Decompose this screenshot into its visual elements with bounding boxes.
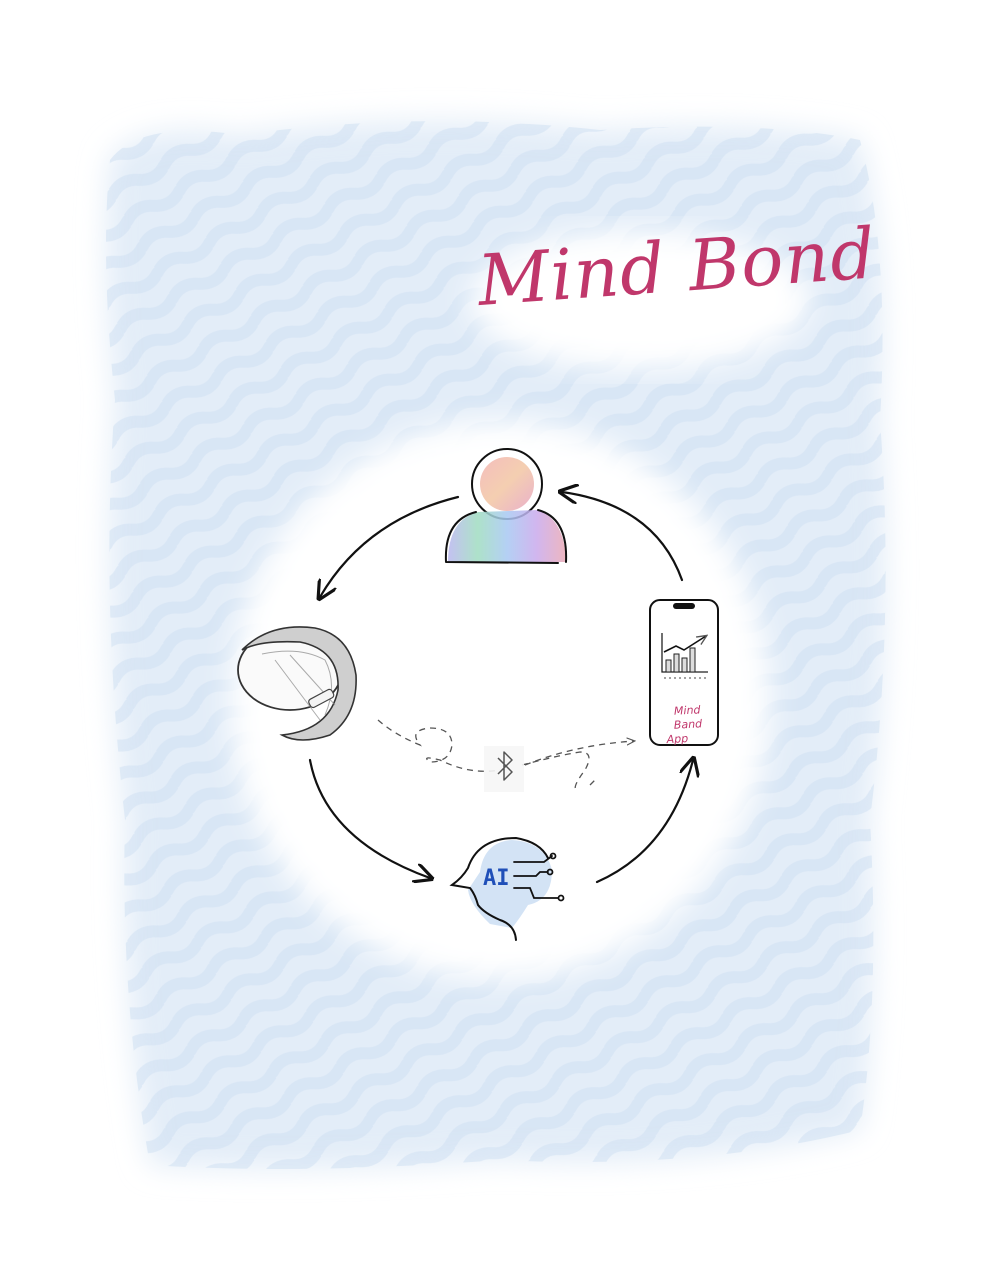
arrow-ring-to-ai [308, 758, 430, 878]
arrow-ai-to-phone [595, 760, 693, 884]
smart-ring-icon [237, 626, 357, 741]
growth-chart-icon [661, 633, 708, 679]
arrow-phone-to-person [562, 492, 684, 582]
cycle-arrows [308, 492, 693, 884]
circuit-icon [513, 852, 565, 902]
bluetooth-link [377, 719, 634, 792]
person-icon [444, 448, 568, 564]
app-label-line2: App [666, 732, 689, 747]
app-label-line1: Mind Band [673, 703, 703, 732]
ai-label: AI [483, 866, 510, 891]
smartphone-icon [649, 599, 719, 746]
ai-head-icon [449, 836, 565, 941]
app-label: Mind Band App [659, 703, 717, 748]
watercolor-scribbles [106, 121, 886, 1170]
arrow-person-to-ring [320, 495, 460, 597]
bluetooth-icon [484, 746, 524, 792]
